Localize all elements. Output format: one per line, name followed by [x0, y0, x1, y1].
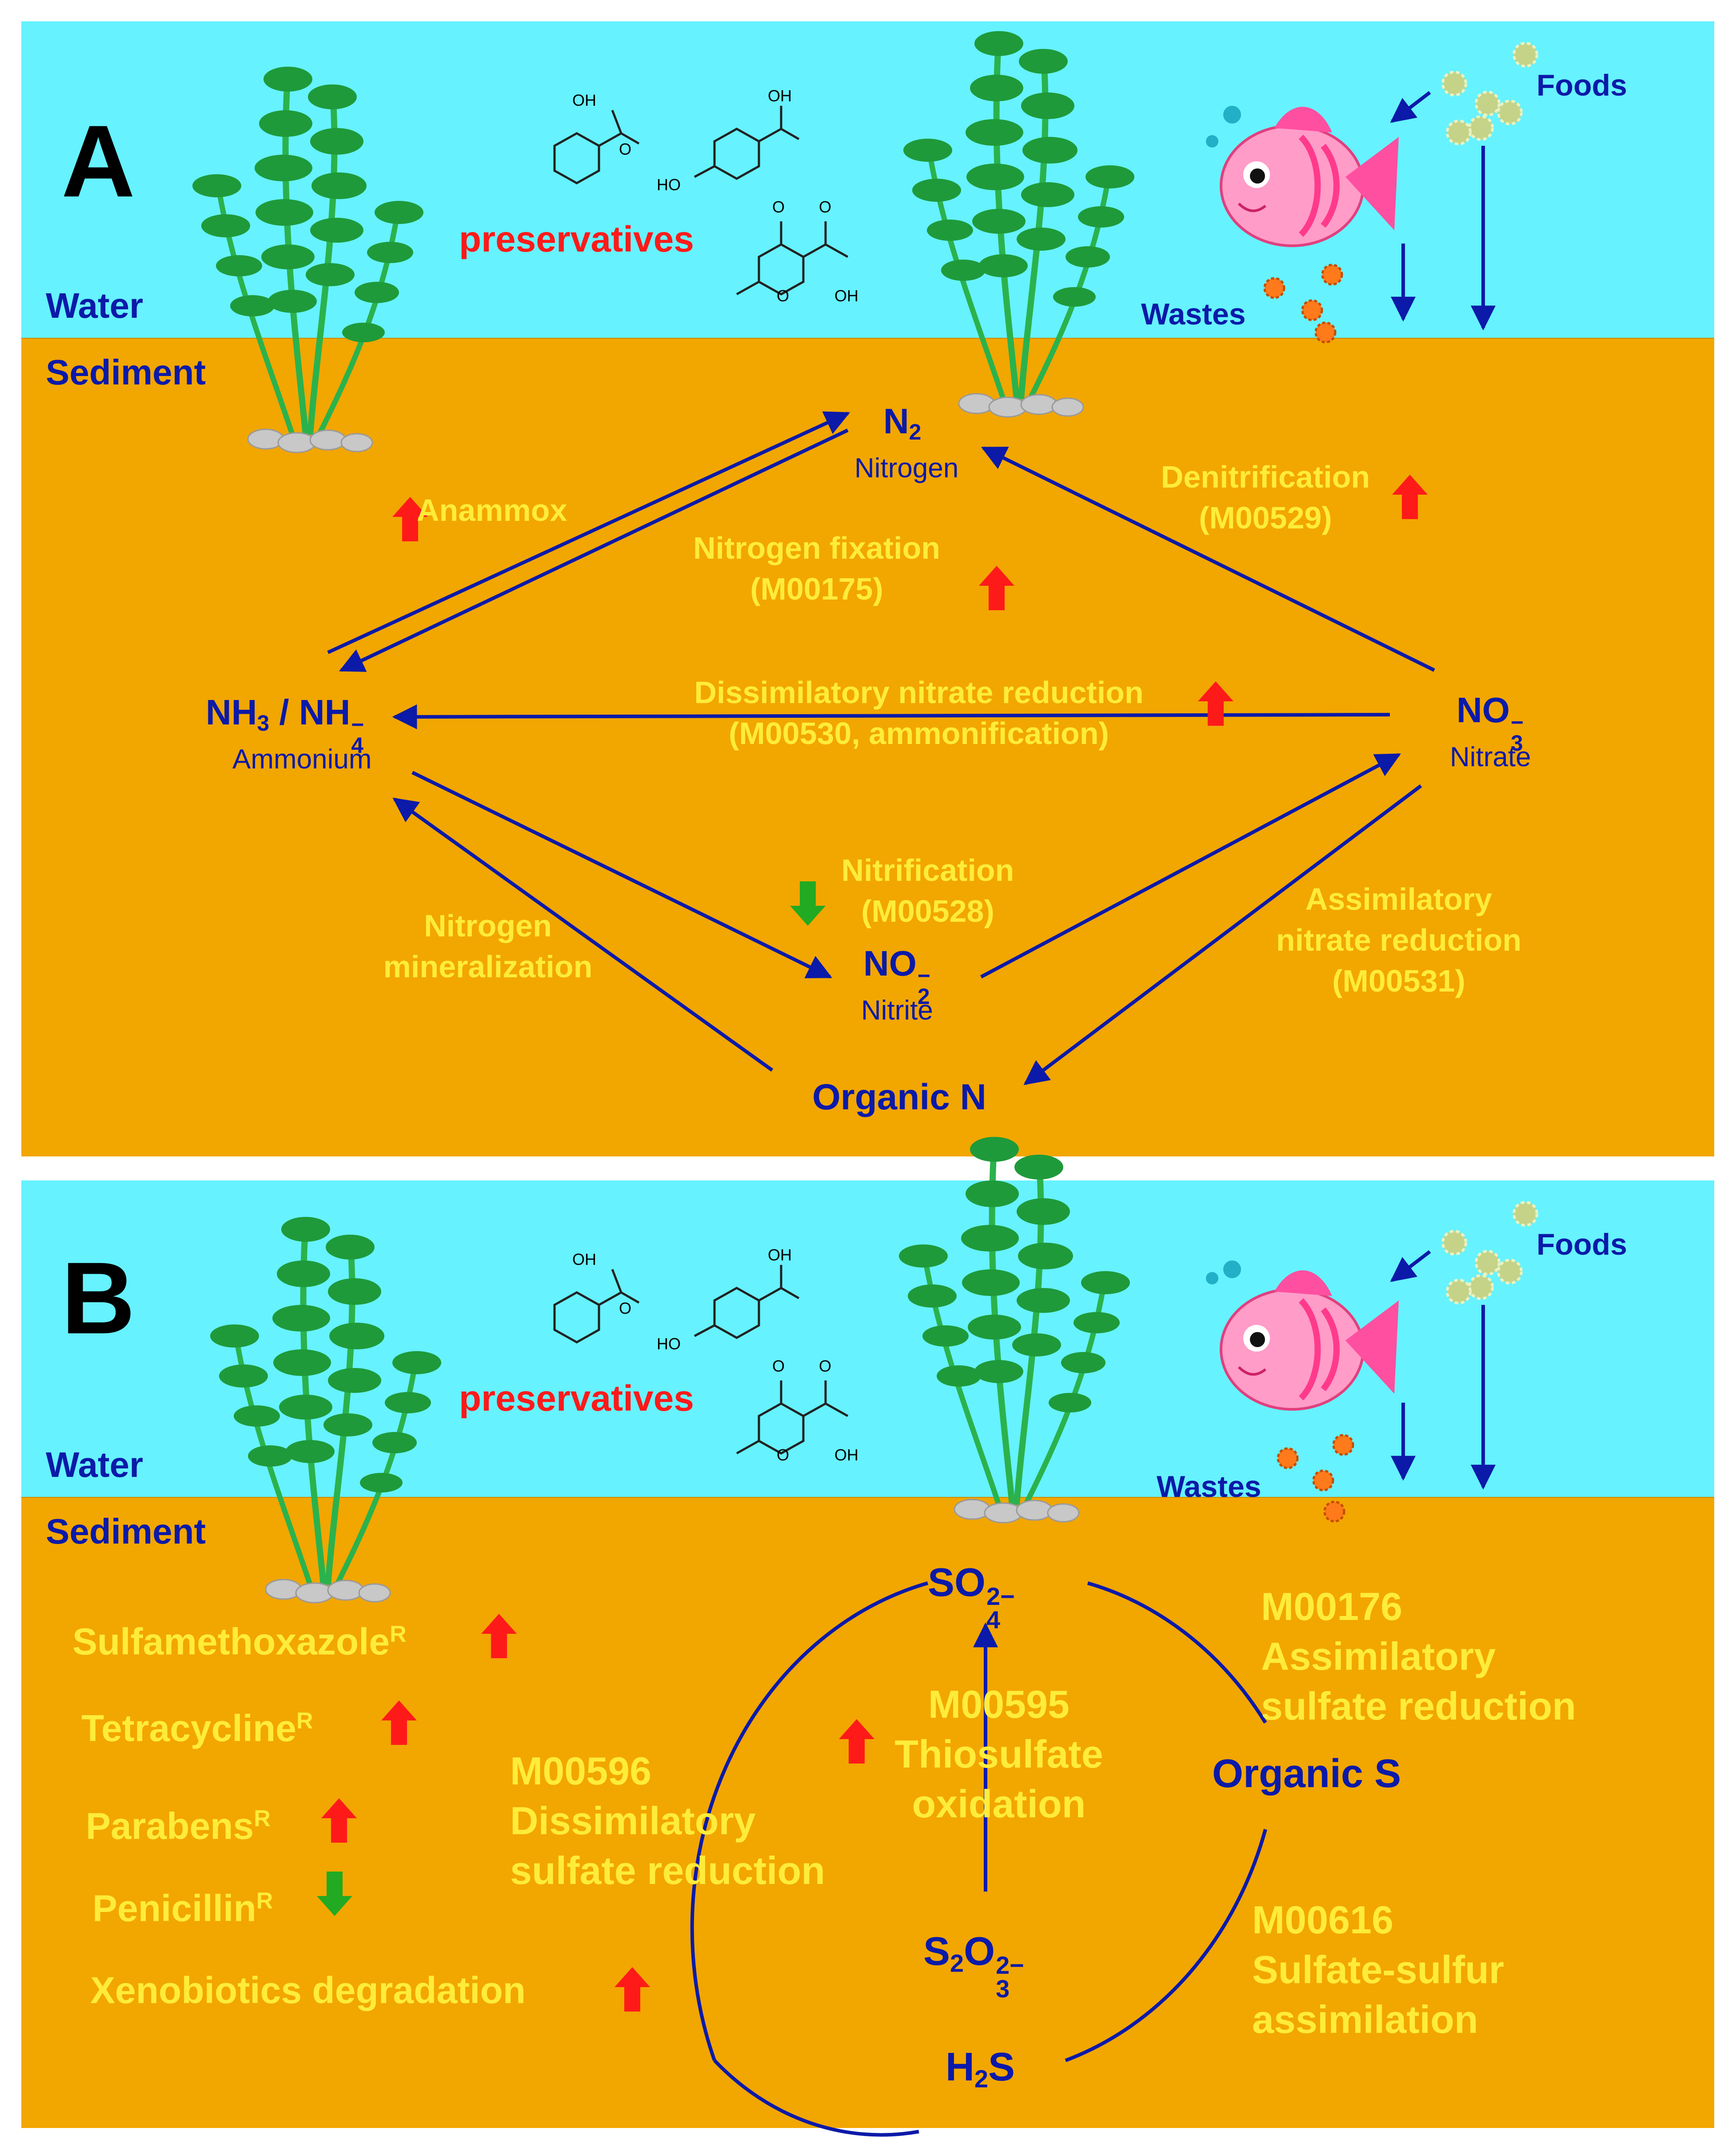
sediment-layer [21, 1497, 1714, 2128]
node-h2s: H2S [946, 2045, 1015, 2093]
up-arrow-icon [381, 1700, 417, 1745]
down-arrow-icon [317, 1872, 352, 1916]
preservatives-label: preservatives [459, 219, 694, 260]
up-arrow-icon [392, 497, 428, 541]
chem-o-label: O [777, 287, 790, 305]
chem-oh-label: OH [768, 87, 792, 105]
preservatives-label: preservatives [459, 1378, 694, 1419]
chem-o-label: O [772, 1357, 785, 1375]
up-arrow-icon [979, 566, 1014, 610]
sediment-label: Sediment [46, 352, 206, 392]
water-label: Water [46, 286, 144, 325]
node-ammonium: NH3 / NH−4 [206, 692, 364, 758]
node-nitrite: NO−2 [863, 944, 930, 1009]
panel-label: A [61, 104, 136, 218]
up-arrow-icon [321, 1798, 357, 1843]
node-ammonium-name: Ammonium [232, 744, 372, 775]
chem-ho-label: HO [657, 176, 681, 194]
panel-a-nitrogen-cycle: A Water Sediment preservatives Foods Was… [21, 21, 1714, 1156]
resistance-item-sulfamethoxazole: SulfamethoxazoleR [72, 1620, 407, 1663]
panel-label: B [61, 1241, 136, 1355]
resistance-item-tetracycline: TetracyclineR [81, 1707, 313, 1749]
process-denitrification: Denitrification(M00529) [1161, 460, 1370, 535]
node-nitrite-name: Nitrite [861, 995, 933, 1026]
benzoic-acid-structure [553, 110, 640, 184]
process-nitrification: Nitrification(M00528) [841, 853, 1014, 928]
process-dnra: Dissimilatory nitrate reduction(M00530, … [694, 675, 1144, 751]
chem-o-label: O [777, 1446, 790, 1464]
wastes-label: Wastes [1157, 1470, 1261, 1504]
up-arrow-icon [615, 1967, 650, 2012]
dehydroacetic-acid-structure [736, 1380, 849, 1455]
up-arrow-icon [1392, 475, 1428, 519]
water-label: Water [46, 1445, 144, 1484]
foods-label: Foods [1536, 68, 1627, 102]
resistance-item-parabens: ParabensR [86, 1805, 271, 1847]
panel-b-sulfur-cycle: B Water Sediment preservatives Foods Was… [21, 1180, 1714, 2137]
chem-oh-label: OH [834, 1446, 858, 1464]
chem-o-label: O [619, 140, 632, 158]
chem-oh-label: OH [572, 1250, 596, 1268]
chem-ho-label: HO [657, 1335, 681, 1353]
node-organic-s: Organic S [1212, 1752, 1401, 1796]
chem-o-label: O [772, 198, 785, 216]
process-anammox: Anammox [417, 493, 567, 528]
benzoic-acid-structure [553, 1269, 640, 1344]
up-arrow-icon [481, 1614, 517, 1658]
process-nitrogen-fixation: Nitrogen fixation(M00175) [693, 531, 941, 606]
panel-a-graphics [21, 21, 1714, 1085]
up-arrow-icon [1198, 681, 1233, 726]
sediment-layer [21, 338, 1714, 1156]
node-nitrate: NO−3 [1457, 690, 1524, 756]
chem-oh-label: OH [834, 287, 858, 305]
resistance-item-xenobiotics: Xenobiotics degradation [90, 1969, 526, 2011]
up-arrow-icon [839, 1719, 874, 1764]
chem-o-label: O [619, 1299, 632, 1317]
node-nitrate-name: Nitrate [1450, 742, 1531, 772]
sediment-label: Sediment [46, 1512, 206, 1551]
chem-oh-label: OH [572, 91, 596, 109]
down-arrow-icon [790, 881, 826, 926]
chem-oh-label: OH [768, 1246, 792, 1264]
resistance-item-penicillin: PenicillinR [92, 1887, 273, 1929]
wastes-label: Wastes [1141, 297, 1246, 331]
node-n2-name: Nitrogen [854, 453, 959, 484]
foods-label: Foods [1536, 1228, 1627, 1261]
hydroxybenzoic-acid-structure [694, 106, 800, 180]
panel-b-graphics [21, 1180, 1714, 2137]
hydroxybenzoic-acid-structure [694, 1265, 800, 1339]
dehydroacetic-acid-structure [736, 221, 849, 296]
node-n2: N2 [883, 401, 922, 444]
chem-o-label: O [819, 198, 832, 216]
node-organic-n: Organic N [812, 1077, 986, 1117]
chem-o-label: O [819, 1357, 832, 1375]
